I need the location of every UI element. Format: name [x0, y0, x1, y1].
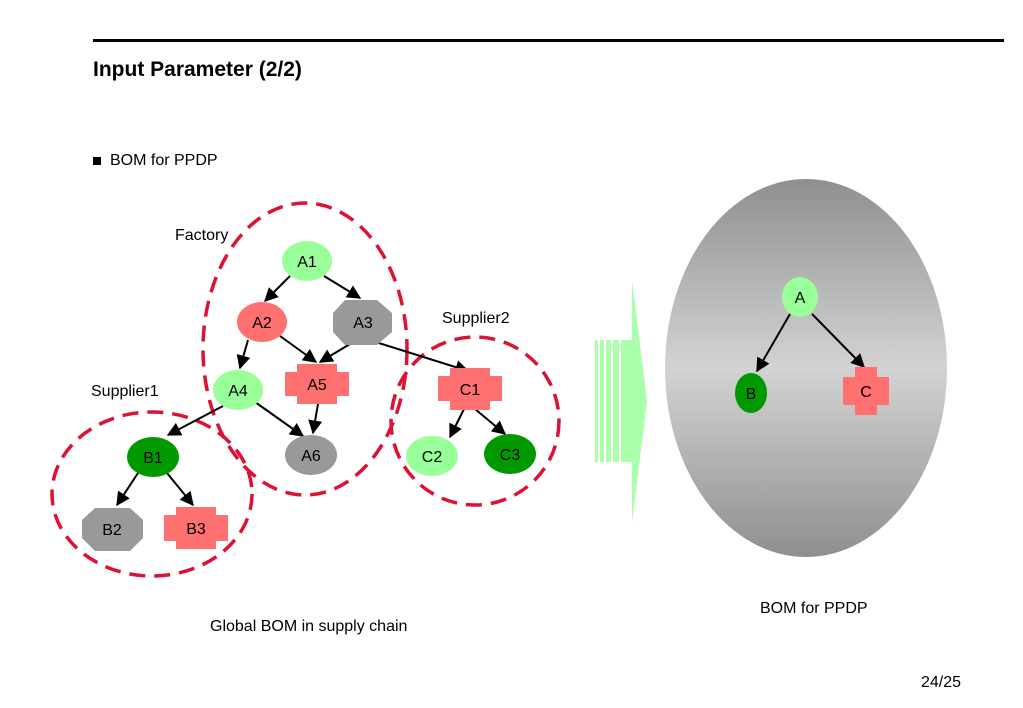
ppdp-bom-background — [665, 179, 947, 557]
svg-text:C3: C3 — [500, 447, 521, 464]
edge-a4-a6 — [254, 401, 305, 437]
svg-text:A5: A5 — [307, 377, 327, 394]
svg-text:C1: C1 — [460, 382, 481, 399]
node-c2: C2 — [406, 436, 458, 476]
node-b: B — [735, 373, 767, 413]
node-a4: A4 — [213, 370, 263, 410]
edge-a2-a5 — [279, 335, 318, 363]
edge-a4-b1 — [166, 405, 224, 436]
supplier2-boundary — [389, 335, 561, 507]
node-a2: A2 — [237, 302, 287, 342]
factory-boundary — [201, 201, 409, 497]
svg-text:A1: A1 — [297, 254, 317, 271]
node-b3: B3 — [164, 507, 228, 549]
node-a: A — [782, 277, 818, 317]
node-a6: A6 — [285, 435, 337, 475]
transform-arrow-icon — [595, 280, 647, 522]
svg-text:C: C — [860, 384, 872, 401]
svg-text:B3: B3 — [186, 521, 206, 538]
node-b1: B1 — [127, 437, 179, 477]
edge-a-c — [811, 313, 865, 368]
ppdp-bom-caption: BOM for PPDP — [760, 600, 868, 617]
global-bom-edges — [116, 275, 507, 507]
edge-a2-a4 — [236, 339, 251, 370]
edge-c1-c3 — [474, 408, 507, 435]
svg-text:B2: B2 — [102, 522, 122, 539]
svg-text:A2: A2 — [252, 315, 272, 332]
slide-title: Input Parameter (2/2) — [93, 58, 302, 81]
edge-c1-c2 — [449, 408, 465, 439]
edge-b1-b2 — [116, 472, 139, 507]
supplier1-label: Supplier1 — [91, 383, 159, 400]
edge-a1-a2 — [264, 275, 291, 302]
factory-label: Factory — [175, 227, 228, 244]
node-a1: A1 — [282, 241, 332, 281]
svg-text:A: A — [795, 290, 806, 307]
node-a3: A3 — [333, 300, 392, 345]
svg-text:A4: A4 — [228, 383, 248, 400]
svg-text:A3: A3 — [353, 315, 373, 332]
svg-text:B1: B1 — [143, 450, 163, 467]
title-rule — [93, 39, 1004, 42]
supplier2-label: Supplier2 — [442, 310, 510, 327]
node-c1: C1 — [438, 368, 502, 410]
bullet-text: BOM for PPDP — [110, 152, 218, 169]
node-a5: A5 — [285, 364, 349, 404]
global-bom-caption: Global BOM in supply chain — [210, 618, 408, 635]
edge-a1-a3 — [323, 275, 362, 299]
node-b2: B2 — [82, 508, 143, 551]
ppdp-bom-edges — [756, 313, 865, 373]
edge-a3-c1 — [365, 338, 470, 374]
page-number: 24/25 — [920, 674, 961, 691]
square-bullet-icon — [93, 157, 101, 165]
edge-a5-a6 — [308, 403, 323, 435]
supplier1-boundary — [50, 410, 254, 578]
svg-text:C2: C2 — [422, 449, 443, 466]
svg-text:A6: A6 — [301, 448, 321, 465]
node-c3: C3 — [484, 434, 536, 474]
node-c: C — [843, 367, 889, 415]
svg-text:B: B — [746, 386, 757, 403]
edge-b1-b3 — [166, 472, 194, 507]
edge-a-b — [756, 313, 791, 373]
bullet-item: BOM for PPDP — [93, 152, 218, 170]
